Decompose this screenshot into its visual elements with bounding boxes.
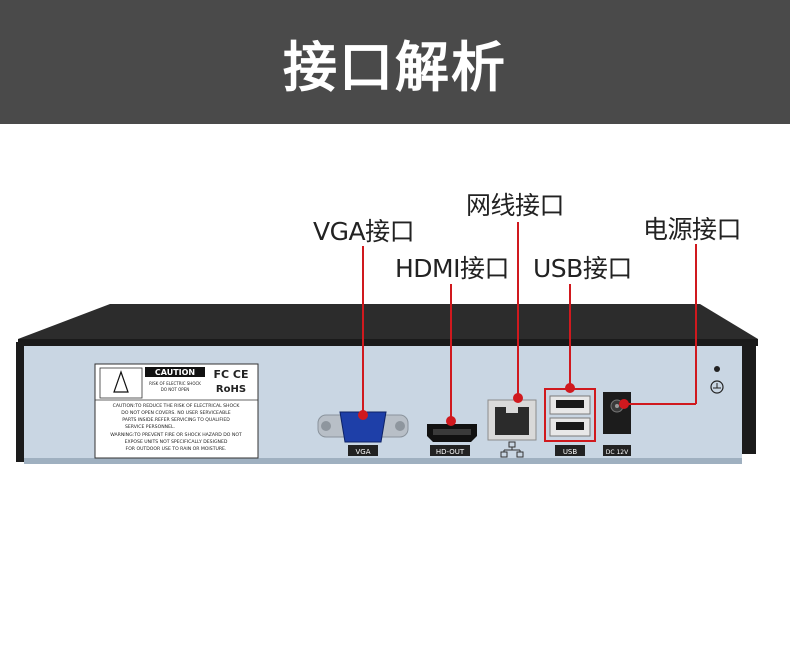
caution-label: CAUTION RISK OF ELECTRIC SHOCK DO NOT OP…	[94, 363, 259, 459]
warning-line-4: SERVICE PERSONNEL.	[125, 424, 175, 430]
title-banner: 接口解析	[0, 0, 790, 124]
nvr-device-illustration: CAUTION RISK OF ELECTRIC SHOCK DO NOT OP…	[16, 222, 758, 464]
network-port	[487, 399, 537, 458]
product-scene: CAUTION RISK OF ELECTRIC SHOCK DO NOT OP…	[0, 124, 790, 647]
warning-line-6: EXPOSE UNITS NOT SPECIFICALLY DESIGNED	[125, 439, 228, 445]
usb-port-label: USB	[563, 448, 578, 456]
callout-lines	[358, 222, 697, 426]
fc-ce-mark: FC CE	[213, 368, 248, 381]
rear-panel-bottom	[24, 458, 742, 464]
banner-title: 接口解析	[283, 35, 507, 99]
vga-port-label: VGA	[355, 448, 370, 456]
rohs-mark: RoHS	[216, 384, 246, 395]
usb-ports: USB	[544, 388, 596, 456]
power-port: DC 12V	[603, 392, 631, 456]
ground-icon	[710, 366, 724, 394]
callout-network: 网线接口	[466, 191, 565, 220]
warning-triangle-icon	[113, 370, 129, 393]
caution-title: CAUTION	[155, 368, 195, 377]
chassis-left-edge	[16, 342, 24, 462]
warning-line-1: CAUTION:TO REDUCE THE RISK OF ELECTRICAL…	[113, 403, 241, 409]
chassis-lid	[18, 304, 758, 339]
chassis-right-edge	[740, 342, 756, 454]
warning-line-3: PARTS INSIDE.REFER SERVICING TO QUALIFIE…	[122, 417, 230, 423]
chassis-lid-edge	[18, 339, 758, 346]
callout-vga: VGA接口	[313, 217, 415, 246]
caution-sub1: RISK OF ELECTRIC SHOCK	[149, 381, 201, 386]
callout-power: 电源接口	[643, 215, 742, 244]
callout-hdmi: HDMI接口	[395, 254, 510, 283]
hdmi-port: HD-OUT	[427, 424, 477, 456]
callout-usb: USB接口	[533, 254, 632, 283]
hdmi-port-label: HD-OUT	[436, 448, 465, 456]
power-port-label: DC 12V	[606, 449, 629, 456]
warning-line-5: WARNING:TO PREVENT FIRE OR SHOCK HAZARD …	[110, 432, 242, 438]
caution-sub2: DO NOT OPEN	[161, 387, 189, 392]
network-icon	[500, 441, 524, 458]
warning-line-2: DO NOT OPEN COVERS. NO USER SERVICEABLE	[121, 410, 230, 416]
warning-line-7: FOR OUTDOOR USE TO RAIN OR MOISTURE.	[126, 446, 227, 452]
vga-port: VGA	[317, 411, 409, 456]
